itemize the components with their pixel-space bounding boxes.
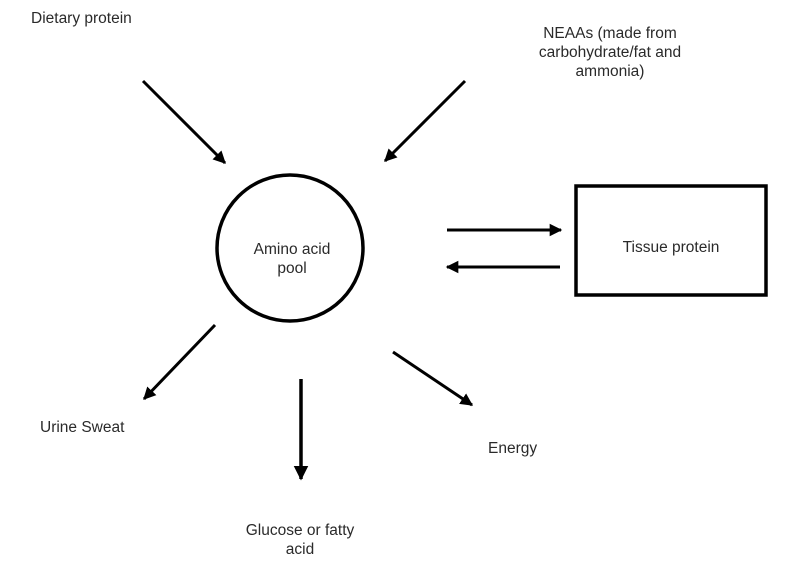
neaas-label: NEAAs (made from carbohydrate/fat and am… (505, 24, 715, 81)
neaas-label-line2: carbohydrate/fat and (538, 44, 682, 61)
glucose-label-line2: acid (285, 541, 315, 558)
pool-label-line2: pool (277, 260, 307, 277)
glucose-label-line1: Glucose or fatty (245, 522, 355, 539)
urine-sweat-label: Urine Sweat (40, 419, 125, 436)
amino-acid-pool-label: Amino acid pool (240, 240, 344, 278)
energy-label: Energy (488, 440, 538, 457)
pool-label-line1: Amino acid (253, 241, 331, 258)
glucose-label: Glucose or fatty acid (210, 521, 390, 559)
neaas-label-line3: ammonia) (575, 63, 645, 80)
arrow-pool-to-urine-sweat (142, 323, 217, 401)
tissue-protein-node (574, 184, 768, 297)
arrow-dietary-to-pool (141, 79, 227, 165)
arrow-pool-to-energy (392, 350, 474, 407)
neaas-label-line1: NEAAs (made from (543, 25, 677, 42)
amino-acid-pool-node (215, 173, 365, 323)
arrow-neaas-to-pool (383, 79, 467, 163)
tissue-protein-label: Tissue protein (622, 239, 720, 256)
dietary-protein-label: Dietary protein (31, 10, 132, 27)
